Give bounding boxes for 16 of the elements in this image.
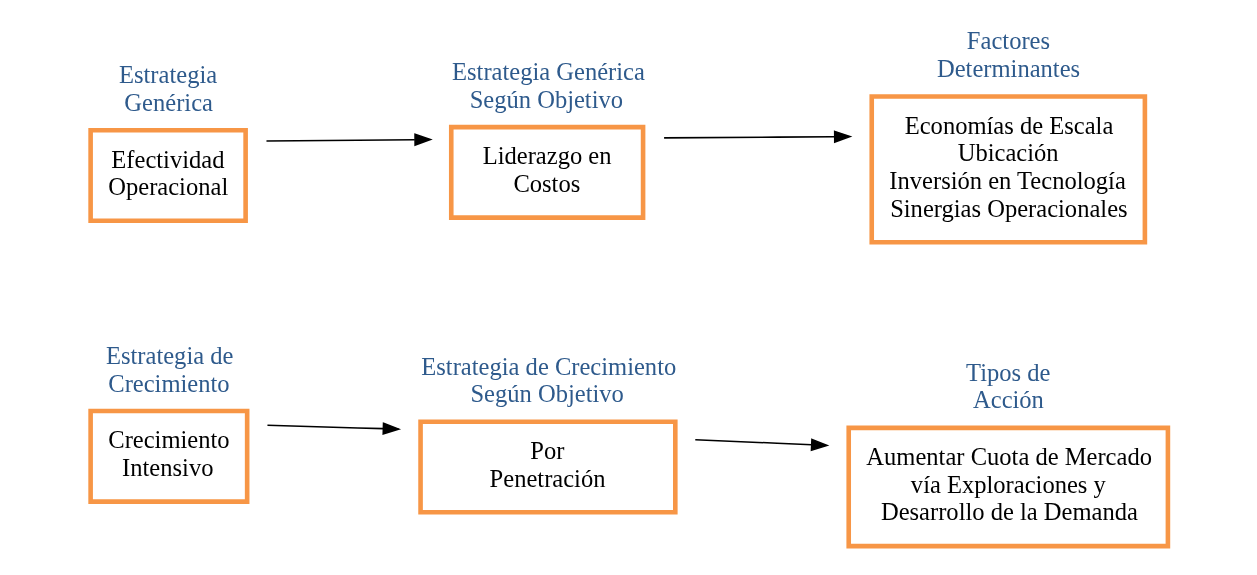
node-label: Estrategia de Crecimiento [105, 341, 234, 397]
node-box: Aumentar Cuota de Mercado vía Exploraciones y Desarrollo de la Demanda [846, 425, 1171, 549]
arrow [265, 133, 433, 147]
node-box: Crecimiento Intensivo [88, 408, 250, 504]
node-label: Estrategia de Crecimiento Según Objetivo [421, 352, 677, 408]
arrow [694, 438, 830, 452]
node-label: Tipos de Acción [966, 358, 1051, 414]
node-box: Efectividad Operacional [88, 127, 248, 224]
node-label: Estrategia Genérica [119, 61, 218, 116]
arrow [663, 130, 853, 144]
node-box: Liderazgo en Costos [448, 124, 646, 220]
node-label: Estrategia Genérica Según Objetivo [452, 58, 645, 113]
node-box: Por Penetración [418, 419, 678, 515]
node-box: Economías de Escala Ubicación Inversión en Tecnología Sinergias Operacionales [869, 94, 1148, 245]
node-label: Factores Determinantes [936, 27, 1081, 82]
arrow [266, 422, 402, 436]
